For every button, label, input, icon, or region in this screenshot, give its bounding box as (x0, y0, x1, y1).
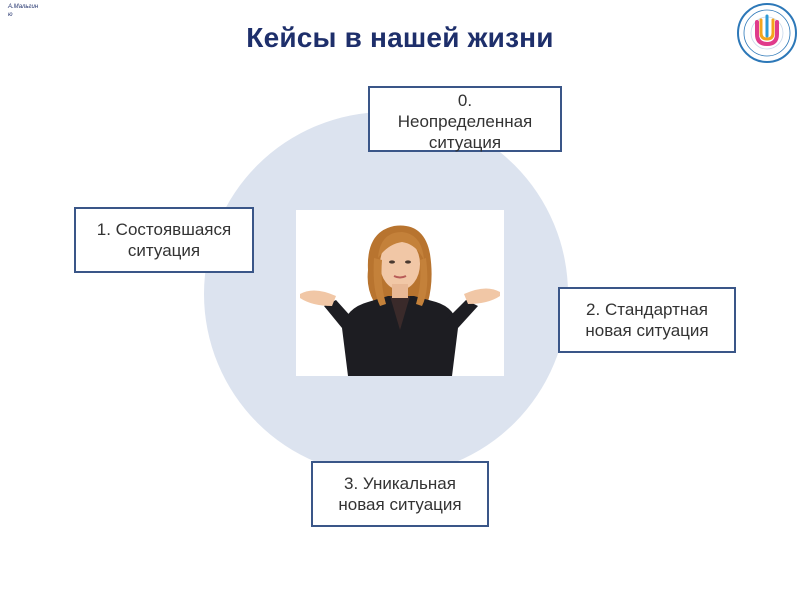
case-undefined-situation: 0. Неопределенная ситуация (368, 86, 562, 152)
case-standard-new-situation: 2. Стандартная новая ситуация (558, 287, 736, 353)
case-completed-situation: 1. Состоявшаяся ситуация (74, 207, 254, 273)
slide-title: Кейсы в нашей жизни (246, 22, 554, 53)
case-unique-new-situation: 3. Уникальная новая ситуация (311, 461, 489, 527)
university-logo-icon (736, 2, 798, 64)
shrugging-woman-photo (296, 210, 504, 376)
author-note: А.Мальгин ю (8, 4, 39, 18)
